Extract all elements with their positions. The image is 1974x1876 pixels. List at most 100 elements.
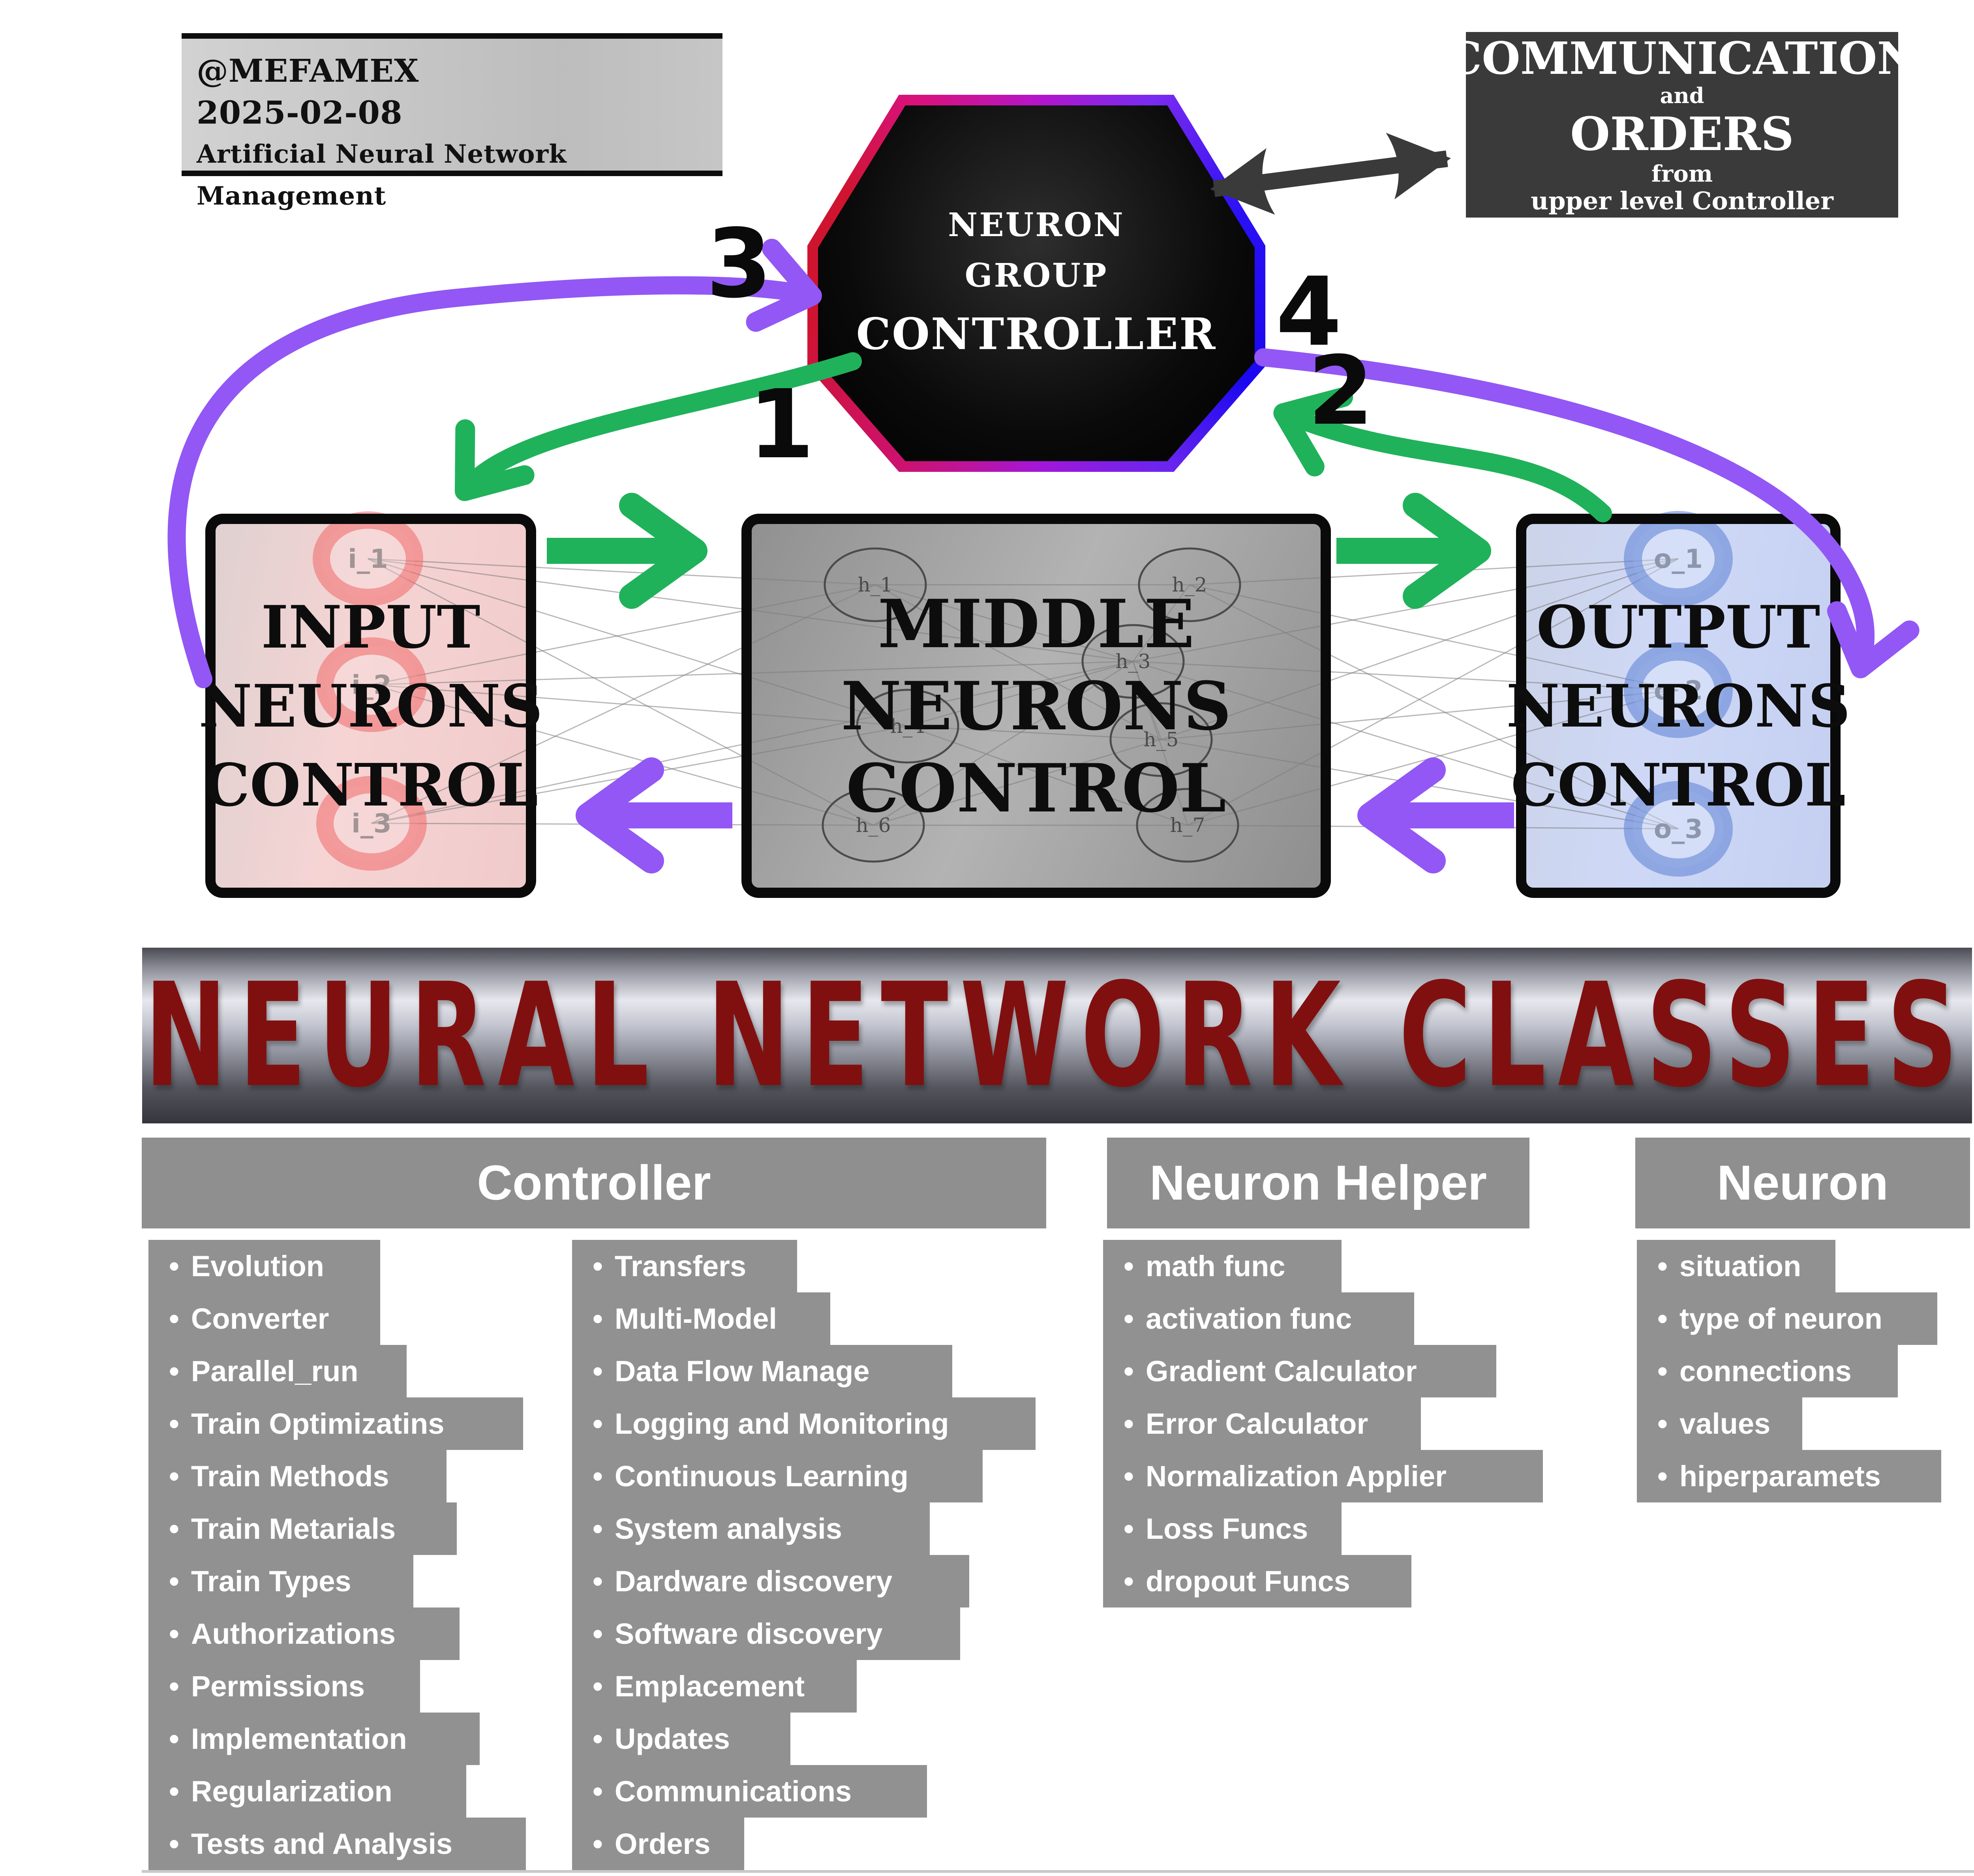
- flow-arrow-2-output-to-controller: [1273, 387, 1612, 522]
- bottom-divider: [142, 1870, 1974, 1873]
- octagon-inner: NEURON GROUP CONTROLLER: [818, 105, 1255, 461]
- output-neuron-circle: [1624, 642, 1733, 738]
- middle-neurons-box-frame: [741, 514, 1331, 898]
- controller-header: Controller: [142, 1138, 1046, 1228]
- output-neurons-box-bg: [1516, 514, 1841, 898]
- middle-neuron-label: h_4: [890, 715, 925, 738]
- list-item: •Continuous Learning: [572, 1450, 983, 1502]
- list-item: •Multi-Model: [572, 1292, 830, 1345]
- list-item: •math func: [1103, 1240, 1342, 1292]
- list-item: •Loss Funcs: [1103, 1502, 1342, 1555]
- neuron-list: •situation •type of neuron •connections …: [1637, 1240, 1941, 1502]
- list-item: •Regularization: [148, 1765, 466, 1818]
- list-item: •Orders: [572, 1818, 744, 1870]
- badge-date: 2025-02-08: [197, 94, 403, 131]
- list-item: •Emplacement: [572, 1660, 857, 1713]
- list-item: •Normalization Applier: [1103, 1450, 1543, 1502]
- list-item: •activation func: [1103, 1292, 1414, 1345]
- neuron-helper-header: Neuron Helper: [1107, 1138, 1529, 1228]
- list-item: •values: [1637, 1397, 1802, 1450]
- input-neurons-box-frame: [205, 514, 536, 898]
- list-item: •Dardware discovery: [572, 1555, 969, 1607]
- flow-arrow-3-input-to-controller: [167, 238, 822, 688]
- middle-neuron-circle: [1109, 702, 1213, 777]
- input-neuron-label: i_1: [348, 544, 388, 574]
- badge-handle: @MEFAMEX: [197, 52, 419, 89]
- output-neuron-label: o_2: [1654, 675, 1703, 706]
- controller-list-col1: •Evolution •Converter •Parallel_run •Tra…: [148, 1240, 526, 1870]
- list-item: •Gradient Calculator: [1103, 1345, 1496, 1397]
- list-item: •hiperparamets: [1637, 1450, 1941, 1502]
- middle-neuron-label: h_1: [858, 573, 893, 596]
- middle-neuron-circle: [1081, 624, 1185, 699]
- neuron-helper-list: •math func •activation func •Gradient Ca…: [1103, 1240, 1543, 1607]
- list-item: •Authorizations: [148, 1607, 460, 1660]
- list-item: •Communications: [572, 1765, 927, 1818]
- input-neuron-label: i_3: [351, 808, 392, 839]
- author-badge: @MEFAMEX 2025-02-08 Artificial Neural Ne…: [182, 33, 722, 211]
- list-item: •Evolution: [148, 1240, 380, 1292]
- output-neuron-label: o_1: [1654, 544, 1703, 574]
- input-neurons-box-bg: [205, 514, 536, 898]
- middle-neuron-label: h_2: [1172, 573, 1207, 596]
- input-neuron-circle: [316, 776, 427, 871]
- list-item: •connections: [1637, 1345, 1898, 1397]
- middle-neuron-circle: [822, 788, 925, 863]
- list-item: •Train Types: [148, 1555, 413, 1607]
- middle-neurons-title: MIDDLE NEURONS CONTROL: [841, 584, 1231, 827]
- output-neurons-title: OUTPUT NEURONS CONTROL: [1506, 592, 1850, 819]
- list-item: •Transfers: [572, 1240, 797, 1292]
- output-neuron-circle: [1624, 781, 1733, 877]
- comm-line: COMMUNICATION: [1447, 33, 1918, 85]
- comm-line: from: [1651, 160, 1713, 187]
- list-item: •System analysis: [572, 1502, 930, 1555]
- list-item: •Implementation: [148, 1713, 480, 1765]
- list-item: •Logging and Monitoring: [572, 1397, 1036, 1450]
- list-item: •Updates: [572, 1713, 790, 1765]
- section-banner: NEURAL NETWORK CLASSES: [142, 948, 1972, 1123]
- middle-neuron-circle: [856, 689, 959, 764]
- badge-title: Artificial Neural Network Management: [197, 139, 567, 211]
- neuron-header: Neuron: [1635, 1138, 1970, 1228]
- list-item: •dropout Funcs: [1103, 1555, 1411, 1607]
- step-number-4: 4: [1276, 257, 1342, 367]
- list-item: •Parallel_run: [148, 1345, 407, 1397]
- neuron-group-controller-octagon: NEURON GROUP CONTROLLER: [807, 95, 1265, 472]
- step-number-1: 1: [748, 369, 814, 480]
- list-item: •Data Flow Manage: [572, 1345, 952, 1397]
- middle-neuron-circle: [1138, 547, 1241, 622]
- middle-neuron-label: h_5: [1143, 728, 1178, 751]
- middle-neuron-label: h_7: [1170, 814, 1205, 837]
- list-item: •Software discovery: [572, 1607, 960, 1660]
- communication-orders-box: COMMUNICATION and ORDERS from upper leve…: [1447, 32, 1918, 218]
- controller-list-col2: •Transfers •Multi-Model •Data Flow Manag…: [572, 1240, 1036, 1870]
- list-item: •Train Methods: [148, 1450, 447, 1502]
- input-neuron-circle: [316, 637, 427, 732]
- middle-neuron-circle: [824, 547, 927, 622]
- output-neuron-label: o_3: [1654, 814, 1703, 844]
- middle-neuron-circle: [1136, 788, 1239, 863]
- middle-neuron-label: h_6: [856, 814, 891, 837]
- arrow-communication-bidirectional: [1210, 133, 1451, 215]
- input-neurons-title: INPUT NEURONS CONTROL: [199, 592, 543, 819]
- list-item: •Error Calculator: [1103, 1397, 1421, 1450]
- comm-line: ORDERS: [1570, 107, 1794, 161]
- banner-title: NEURAL NETWORK CLASSES: [144, 952, 1970, 1119]
- list-item: •type of neuron: [1637, 1292, 1937, 1345]
- list-item: •Train Metarials: [148, 1502, 457, 1555]
- step-number-3: 3: [706, 208, 772, 319]
- comm-line: upper level Controller: [1531, 186, 1833, 215]
- flow-arrow-1-controller-to-input: [454, 352, 862, 501]
- input-neuron-label: i_2: [351, 670, 392, 700]
- list-item: •situation: [1637, 1240, 1835, 1292]
- list-item: •Permissions: [148, 1660, 420, 1713]
- list-item: •Train Optimizatins: [148, 1397, 523, 1450]
- middle-neurons-box-bg: [741, 514, 1331, 898]
- list-item: •Converter: [148, 1292, 380, 1345]
- flow-arrow-4-controller-to-output: [1254, 348, 1920, 678]
- middle-neuron-label: h_3: [1115, 650, 1150, 673]
- list-item: •Tests and Analysis: [148, 1818, 526, 1870]
